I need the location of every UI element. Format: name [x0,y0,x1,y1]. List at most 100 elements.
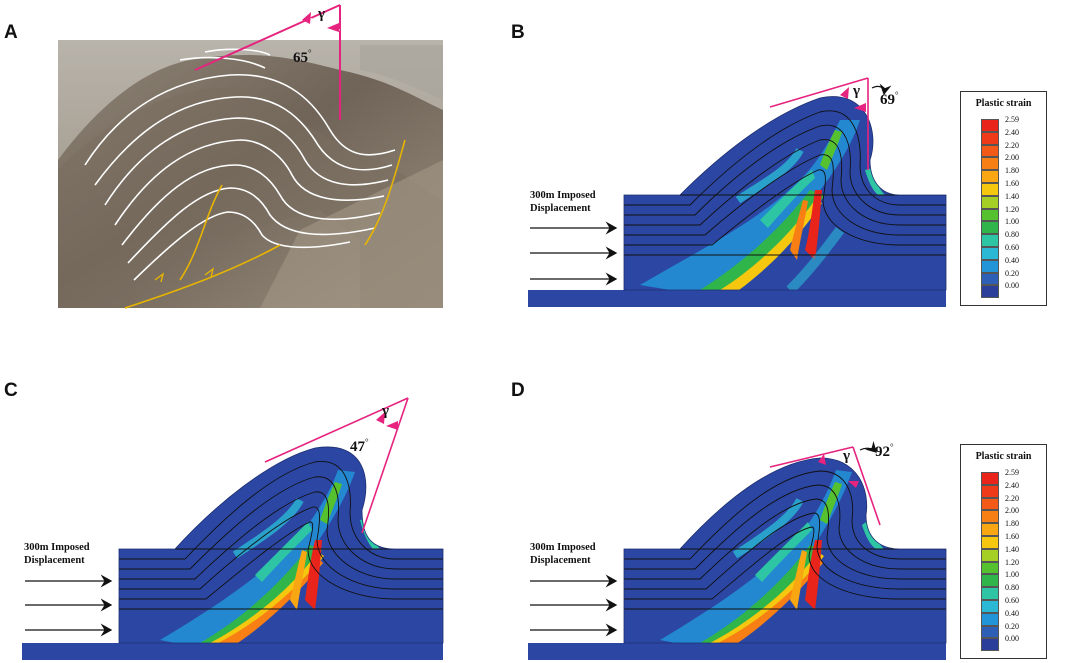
legend-label: 1.20 [1005,204,1019,214]
model-layer-lines [624,110,946,256]
panel-letter-c: C [4,380,18,401]
legend-label: 0.20 [1005,621,1019,631]
panel-d-gamma-label: γ [843,448,851,464]
panel-c-angle-label: 47° [350,437,369,455]
legend-label: 0.80 [1005,230,1019,240]
base-plate [528,290,946,307]
legend-swatch [981,510,999,524]
legend-swatch [981,574,999,588]
scree-slope [260,160,443,308]
base-plate [528,643,946,660]
legend-label: 1.60 [1005,179,1019,188]
legend-swatch [981,119,999,132]
legend-swatch [981,221,999,235]
legend-swatch [981,561,999,575]
legend-label: 0.40 [1005,608,1019,618]
legend-swatch [981,472,999,485]
legend-label: 2.20 [1005,493,1019,503]
legend-label: 0.00 [1005,281,1019,291]
legend-label: 0.60 [1005,596,1019,605]
panel-d-angle-label: 92° [875,442,894,460]
legend-swatch [981,587,999,600]
panel-b-model [528,77,947,307]
legend-label: 1.00 [1005,570,1019,580]
fold-strata-lines [84,48,396,281]
legend-swatch [981,523,999,536]
legend-swatch [981,625,999,639]
legend-swatch [981,285,999,299]
model-layer-lines [624,470,946,610]
panel-c-displacement-arrows [25,574,113,637]
legend-label: 2.40 [1005,127,1019,137]
panel-d-model [528,440,947,660]
legend-label: 1.20 [1005,557,1019,567]
legend-swatch [981,183,999,196]
legend-swatch [981,234,999,247]
legend-label: 2.40 [1005,480,1019,490]
legend-swatch [981,170,999,183]
legend-title: Plastic strain [975,451,1032,462]
legend-swatch [981,247,999,260]
legend-label: 0.40 [1005,255,1019,265]
legend-label: 1.80 [1005,519,1019,529]
legend-label: 0.20 [1005,268,1019,278]
panel-d-displacement-arrows [530,574,618,637]
legend-swatch [981,600,999,613]
plastic-strain-legend-b: Plastic strain 2.59 2.40 2.20 2.00 1.80 1.60 1… [960,91,1047,306]
legend-label: 2.00 [1005,506,1019,516]
model-layer-lines [119,461,443,610]
fault-trace-lower [124,244,281,309]
fold-body [624,96,946,290]
panel-c-gamma-label: γ [382,403,390,419]
panel-a-photo [58,4,443,309]
legend-swatch [981,497,999,511]
panel-letter-d: D [511,380,525,401]
legend-label: 1.40 [1005,544,1019,554]
legend-swatch [981,259,999,273]
legend-swatch [981,536,999,549]
legend-swatch [981,195,999,209]
legend-swatch [981,131,999,145]
legend-label: 1.00 [1005,217,1019,227]
legend-title: Plastic strain [975,98,1032,109]
panel-c-model [22,397,444,660]
legend-label: 0.80 [1005,583,1019,593]
legend-label: 1.40 [1005,191,1019,201]
fold-body [119,446,443,643]
plastic-strain-legend-d: Plastic strain 2.59 2.40 2.20 2.00 1.80 1.60 1… [960,444,1047,659]
panel-c-angle-construction [264,397,409,534]
legend-label: 1.60 [1005,532,1019,541]
legend-label: 2.59 [1005,115,1019,124]
legend-label: 2.59 [1005,468,1019,477]
base-plate [22,643,443,660]
legend-label: 2.20 [1005,140,1019,150]
panel-letter-b: B [511,22,525,43]
panel-a-angle-construction [194,4,341,120]
fault-trace-upper [179,184,223,281]
panel-b-displacement-arrows [530,221,618,286]
legend-swatch [981,638,999,652]
legend-swatch [981,144,999,158]
panel-b-angle-construction [769,77,892,170]
legend-label: 0.00 [1005,634,1019,644]
legend-label: 1.80 [1005,166,1019,176]
legend-swatch [981,484,999,498]
panel-b-gamma-label: γ [853,83,861,99]
legend-swatch [981,548,999,562]
panel-letter-a: A [4,22,18,43]
fault-trace-right [364,139,406,246]
panel-a-gamma-label: γ [318,6,326,22]
panel-b-angle-label: 69° [880,90,899,108]
panel-d-angle-construction [769,440,881,526]
legend-swatch [981,208,999,222]
legend-label: 2.00 [1005,153,1019,163]
legend-label: 0.60 [1005,243,1019,252]
legend-swatch [981,612,999,626]
legend-swatch [981,272,999,286]
panel-a-angle-label: 65° [293,48,312,66]
legend-swatch [981,157,999,171]
